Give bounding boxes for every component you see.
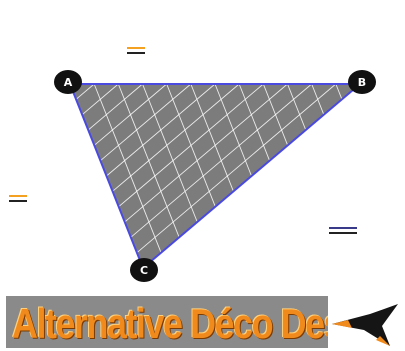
edge-ca — [69, 83, 144, 269]
mesh-line — [130, 83, 312, 238]
mesh-surface — [70, 84, 360, 268]
mesh-line — [238, 83, 271, 161]
mesh-line — [335, 83, 343, 100]
mesh-line — [117, 83, 180, 238]
mesh-line — [142, 83, 198, 223]
vertex-a-label: A — [64, 76, 73, 89]
mesh-line — [166, 83, 216, 207]
mesh-line — [190, 83, 234, 192]
edge-bc — [142, 83, 361, 269]
mesh-line — [124, 83, 288, 223]
logo-banner: Alternative Déco Design — [6, 296, 328, 348]
mesh-line — [87, 83, 143, 131]
mesh-line — [75, 83, 95, 100]
vertex-c: C — [130, 258, 158, 282]
mesh-line — [112, 83, 240, 192]
vertex-a: A — [54, 70, 82, 94]
mesh-line — [100, 83, 192, 162]
logo-text: Alternative Déco Design — [12, 300, 328, 348]
mesh-line — [136, 83, 337, 254]
bird-logo-icon — [332, 304, 398, 346]
mesh-grid — [75, 83, 343, 254]
vertex-c-label: C — [140, 264, 148, 277]
vertex-b-label: B — [358, 76, 366, 89]
mesh-line — [287, 83, 307, 131]
triangle-diagram: A B C — [54, 70, 376, 282]
mesh-line — [93, 83, 162, 253]
vertex-b: B — [348, 70, 376, 94]
